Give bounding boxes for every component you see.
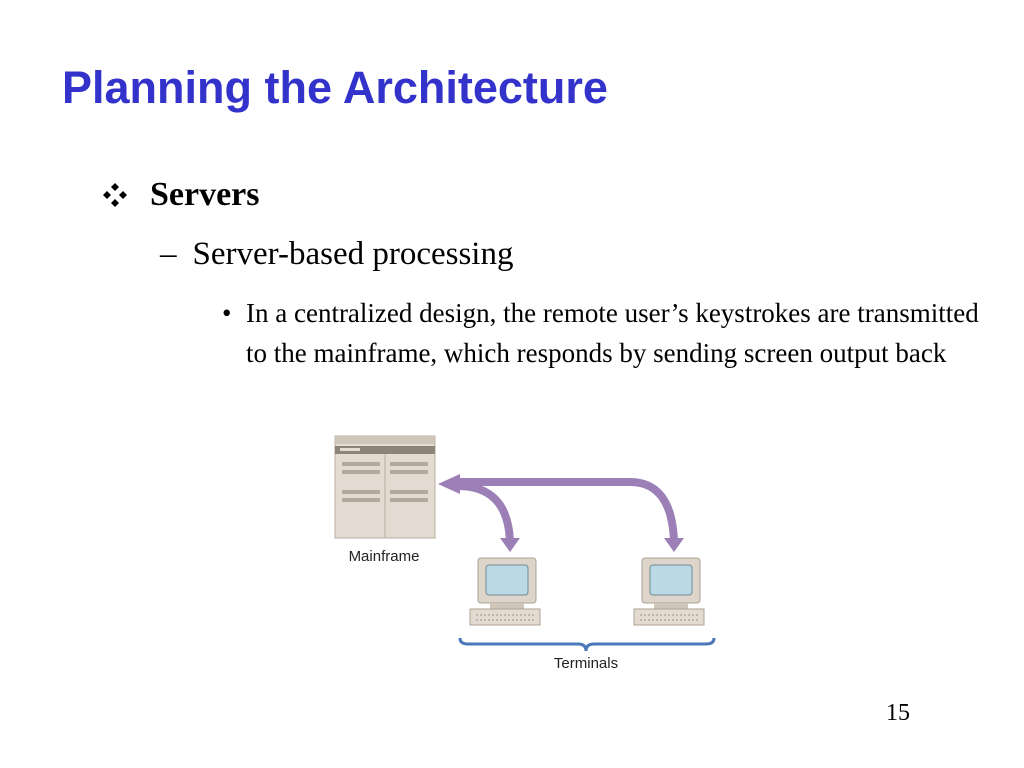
terminals-label: Terminals	[554, 655, 618, 672]
bullet-level3-text: In a centralized design, the remote user…	[246, 298, 979, 368]
mainframe-icon	[334, 435, 436, 539]
data-flow-arrows	[454, 478, 678, 546]
arrow-head-to-terminal-1	[500, 538, 520, 552]
terminal-1-icon	[469, 557, 541, 626]
terminal-2-icon	[633, 557, 705, 626]
page-number: 15	[886, 700, 910, 726]
bullet-centralized-design: • In a centralized design, the remote us…	[222, 293, 982, 373]
terminals-brace	[458, 637, 716, 652]
diamond-bullet-icon	[103, 183, 127, 207]
bullet-server-based: – Server-based processing	[160, 236, 513, 273]
arrow-head-to-mainframe	[438, 474, 460, 494]
arrow-head-to-terminal-2	[664, 538, 684, 552]
slide-title: Planning the Architecture	[62, 62, 608, 113]
bullet-servers: Servers	[102, 176, 260, 214]
dash-bullet-icon: –	[160, 236, 177, 272]
bullet-level1-text: Servers	[150, 176, 260, 213]
bullet-level2-text: Server-based processing	[192, 236, 514, 272]
mainframe-terminals-diagram: Mainframe Terminals	[334, 435, 716, 672]
dot-bullet-icon: •	[222, 298, 232, 328]
mainframe-label: Mainframe	[349, 548, 420, 565]
